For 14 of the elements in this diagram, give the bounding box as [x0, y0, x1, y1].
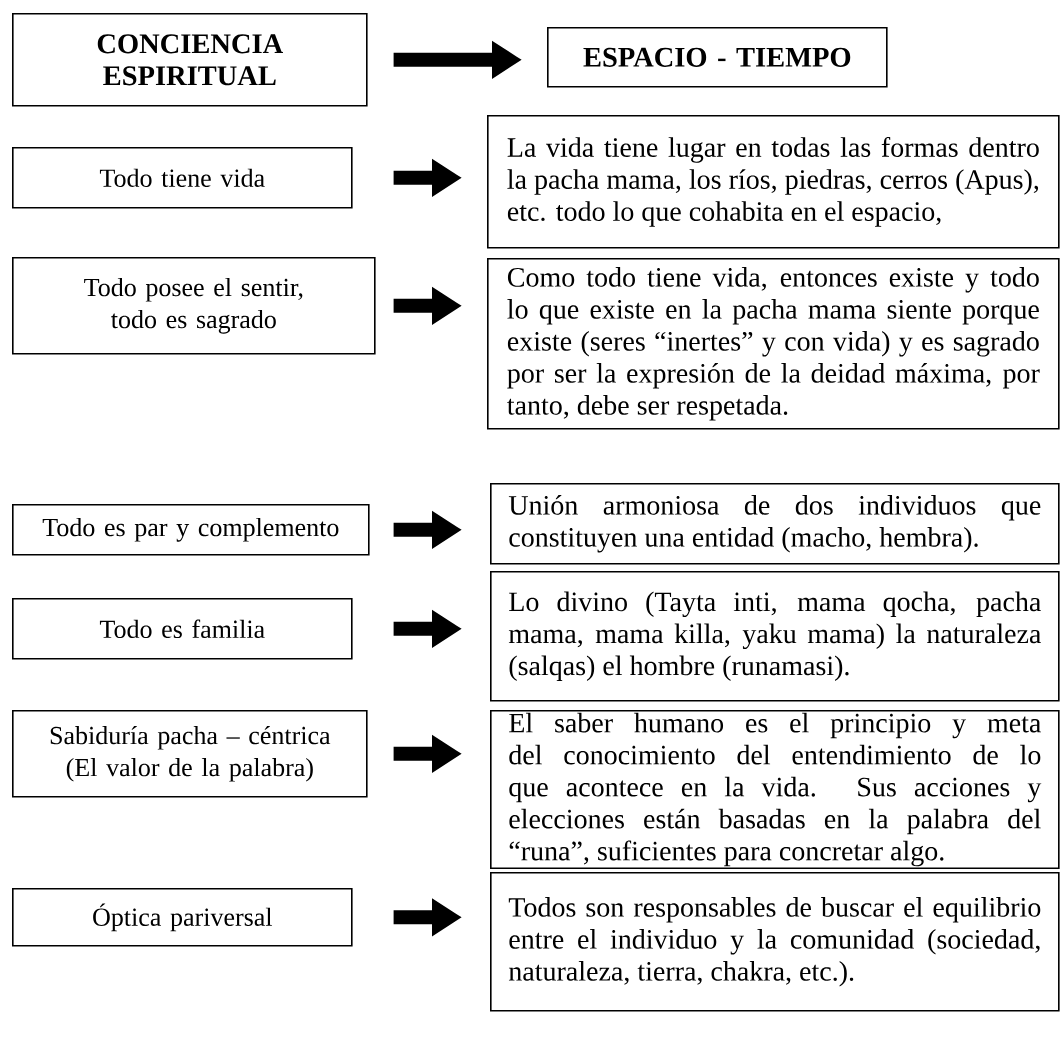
text-box: Todo es par y complemento: [12, 504, 370, 556]
text-box: Todo tiene vida: [12, 147, 353, 209]
text-box: Unión armoniosa de dos individuos que constituyen una entidad (macho, hembra).: [490, 483, 1060, 565]
text-box: Sabiduría pacha – céntrica (El valor de la palabra): [12, 710, 368, 798]
heading-box: CONCIENCIA ESPIRITUAL: [12, 13, 368, 107]
text-box: Óptica pariversal: [12, 888, 353, 947]
text-box: El saber humano es el principio y meta del conocimiento del entendimiento de lo que acontece en la vida. Sus acciones y elecciones están basadas en la palabra del “runa”, suficientes para concretar algo.: [490, 710, 1060, 870]
text-box: Como todo tiene vida, entonces existe y todo lo que existe en la pacha mama siente porque existe (seres “inertes” y con vida) y es sagrado por ser la expresión de la deidad máxima, por tanto, debe ser respetada.: [487, 258, 1060, 430]
text-box: Lo divino (Tayta inti, mama qocha, pacha mama, mama killa, yaku mama) la naturaleza (salqas) el hombre (runamasi).: [490, 571, 1060, 702]
text-box: Todo posee el sentir, todo es sagrado: [12, 257, 376, 355]
heading-box: ESPACIO - TIEMPO: [547, 27, 888, 88]
text-box: La vida tiene lugar en todas las formas dentro la pacha mama, los ríos, piedras, cerros (Apus), etc. todo lo que cohabita en el espacio,: [487, 115, 1060, 249]
text-box: Todos son responsables de buscar el equilibrio entre el individuo y la comunidad (sociedad, naturaleza, tierra, chakra, etc.).: [490, 872, 1060, 1012]
text-box: Todo es familia: [12, 598, 353, 660]
